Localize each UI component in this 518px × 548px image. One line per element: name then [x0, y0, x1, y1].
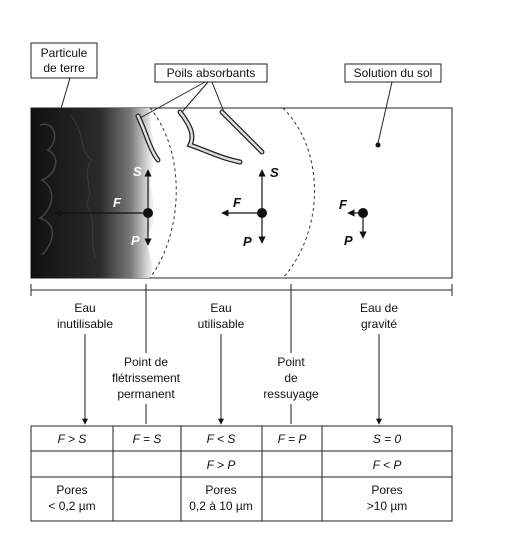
table-cell-r3c1-l2: < 0,2 µm: [48, 499, 95, 513]
label-poils: Poils absorbants: [167, 66, 256, 80]
zone-gravite-l2: gravité: [361, 317, 397, 331]
boundary-fletrissement: [149, 107, 177, 279]
label-particule-l1: Particule: [41, 46, 88, 60]
zone-inutilisable-l1: Eau: [74, 301, 95, 315]
zone-utilisable-l1: Eau: [210, 301, 231, 315]
table-frame: [30, 425, 453, 522]
point-fletrissement-l2: flétrissement: [112, 371, 181, 385]
force-s-label-2: S: [270, 165, 279, 180]
table-cell-r1c4: F = P: [278, 432, 307, 446]
force-s-label-1: S: [133, 164, 142, 179]
table-cell-r2c3: F > P: [207, 458, 236, 472]
zone-inutilisable-l2: inutilisable: [57, 317, 113, 331]
point-ressuyage-l3: ressuyage: [263, 387, 319, 401]
leader-poils-2: [181, 81, 209, 113]
table-cell-r1c2: F = S: [133, 432, 162, 446]
point-fletrissement-l3: permanent: [117, 387, 175, 401]
label-solution: Solution du sol: [354, 66, 433, 80]
table-cell-r1c3: F < S: [207, 432, 236, 446]
soil-particle: [31, 108, 155, 278]
force-p-label-2: P: [243, 234, 252, 249]
root-hair-1-inner: [136, 114, 160, 162]
leader-particule: [59, 77, 71, 113]
leader-poils-1: [139, 81, 206, 119]
table-cell-r3c3-l1: Pores: [205, 483, 236, 497]
force-f-label-1: F: [113, 195, 122, 210]
leader-poils-3: [211, 81, 225, 113]
leader-solution: [377, 81, 393, 144]
soil-particle-texture-2: [69, 114, 97, 259]
root-hair-2-inner: [178, 110, 242, 164]
zone-utilisable-l2: utilisable: [198, 317, 245, 331]
force-f-label-2: F: [233, 195, 242, 210]
point-ressuyage-l1: Point: [277, 355, 305, 369]
root-hair-3-inner: [220, 110, 264, 154]
table-cell-r2c5: F < P: [373, 458, 402, 472]
solution-dot: [375, 142, 381, 148]
table-cell-r1c5: S = 0: [373, 432, 402, 446]
boundary-ressuyage: [282, 107, 315, 279]
label-box-poils: [154, 63, 268, 83]
point-fletrissement-l1: Point de: [124, 355, 168, 369]
table-cell-r1c1: F > S: [58, 432, 87, 446]
label-box-particule: [30, 42, 98, 79]
soil-particle-texture: [38, 123, 57, 256]
point-ressuyage-l2: de: [284, 371, 298, 385]
table-cell-r3c3-l2: 0,2 à 10 µm: [189, 499, 253, 513]
table-cell-r3c5-l2: >10 µm: [367, 499, 408, 513]
conditions-table: F > S F = S F < S F = P S = 0 F > P F < …: [30, 425, 453, 522]
table-cell-r3c1-l1: Pores: [56, 483, 87, 497]
force-f-label-3: F: [339, 197, 348, 212]
force-p-label-3: P: [344, 233, 353, 248]
force-p-label-1: P: [131, 233, 140, 248]
zone-gravite-l1: Eau de: [360, 301, 398, 315]
label-particule-l2: de terre: [43, 61, 85, 75]
label-box-solution: [344, 63, 442, 83]
table-cell-r3c5-l1: Pores: [371, 483, 402, 497]
